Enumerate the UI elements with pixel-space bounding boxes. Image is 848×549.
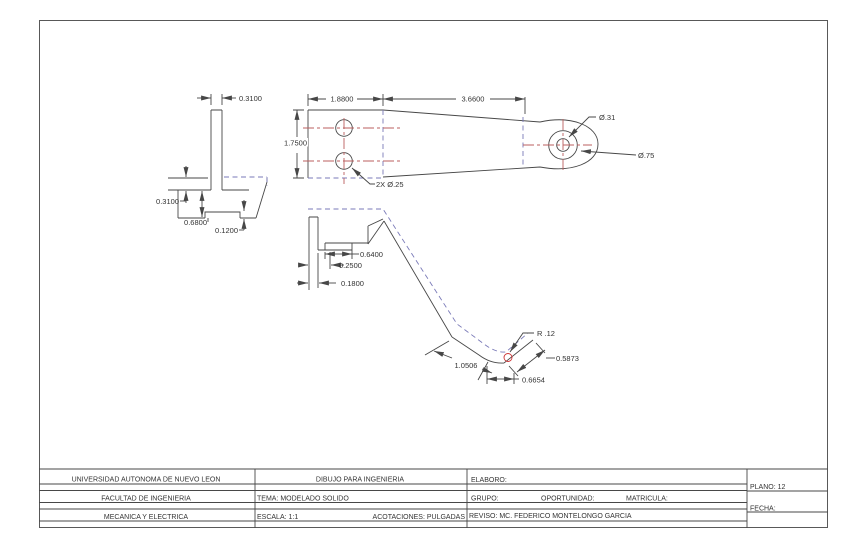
title-reviso: REVISO: MC. FEDERICO MONTELONGO GARCIA: [469, 513, 632, 520]
side-view: 0.6400 0.2500 0.1800 1.0506 0: [297, 208, 579, 385]
side-dims: 0.6400 0.2500 0.1800 1.0506 0: [297, 250, 579, 385]
dim-thickness-label: 0.1800: [341, 279, 364, 288]
dim-arm-length-label: 3.6600: [462, 95, 485, 104]
sheet-border: [39, 20, 828, 528]
title-fecha: FECHA:: [750, 506, 776, 513]
title-university: UNIVERSIDAD AUTONOMA DE NUEVO LEON: [72, 477, 221, 484]
title-escala: ESCALA: 1:1: [257, 514, 298, 521]
front-hidden-lines: [224, 176, 268, 186]
front-base-outline: [168, 177, 268, 219]
title-plano: PLANO: 12: [750, 484, 786, 491]
dim-notch-label: 0.1200: [215, 226, 238, 235]
title-matricula: MATRICULA:: [626, 496, 668, 503]
dim-bottom-label: 0.6654: [522, 376, 545, 385]
top-centerlines: [303, 118, 592, 184]
bend-radius-highlight: [503, 353, 513, 362]
title-block: UNIVERSIDAD AUTONOMA DE NUEVO LEON DIBUJ…: [39, 468, 828, 528]
dim-shelf-label: 0.6400: [360, 250, 383, 259]
top-hidden-lines: [308, 110, 524, 179]
title-department: MECANICA Y ELECTRICA: [104, 514, 188, 521]
boss-dia-callout-label: Ø.75: [638, 151, 654, 160]
title-grupo: GRUPO:: [471, 496, 499, 503]
top-view: 1.8800 3.6600 1.7500 2X Ø.25 Ø.31 Ø.75: [276, 94, 654, 189]
dim-height-label: 1.7500: [284, 139, 307, 148]
title-block-lines: [39, 468, 828, 528]
front-dims: 0.3100 0.3100 0.6800 0.1200: [156, 94, 262, 235]
holes-callout-label: 2X Ø.25: [376, 180, 404, 189]
dim-post-width-label: 0.3100: [239, 94, 262, 103]
front-post-outline: [210, 109, 223, 190]
title-faculty: FACULTAD DE INGENIERIA: [101, 496, 191, 503]
side-outline: [308, 216, 534, 364]
front-view: 0.3100 0.3100 0.6800 0.1200: [156, 94, 268, 235]
title-acotaciones: ACOTACIONES: PULGADAS: [373, 514, 466, 521]
dim-left-width-label: 1.8800: [331, 95, 354, 104]
dim-slope-label: 1.0506: [455, 361, 478, 370]
title-elaboro: ELABORO:: [471, 477, 507, 484]
hole-dia-callout-label: Ø.31: [599, 113, 615, 122]
top-outline: [307, 109, 599, 178]
title-course: DIBUJO PARA INGENIERIA: [316, 477, 404, 484]
dim-step-label: 0.3100: [156, 197, 179, 206]
title-oportunidad: OPORTUNIDAD:: [541, 496, 595, 503]
side-hidden-lines: [308, 208, 529, 353]
top-dims: 1.8800 3.6600 1.7500 2X Ø.25 Ø.31 Ø.75: [276, 94, 654, 189]
title-tema: TEMA: MODELADO SOLIDO: [257, 496, 349, 503]
dim-base-height-label: 0.6800: [184, 218, 207, 227]
radius-callout-label: R .12: [537, 329, 555, 338]
ink: 0.3100 0.3100 0.6800 0.1200: [39, 20, 828, 528]
dim-flange-label: 0.5873: [556, 354, 579, 363]
dim-offset-label: 0.2500: [339, 261, 362, 270]
